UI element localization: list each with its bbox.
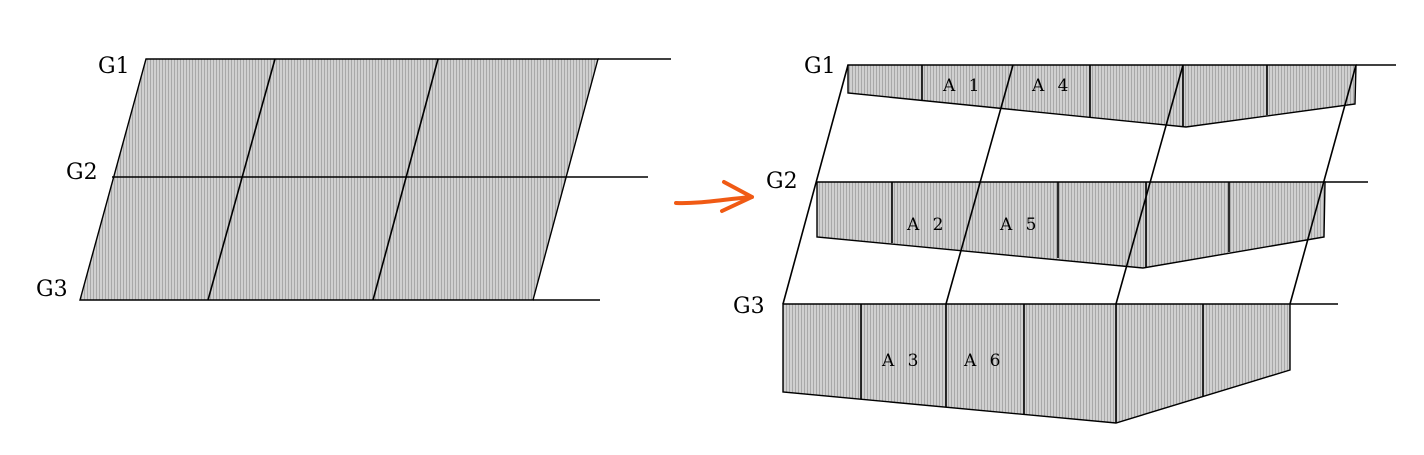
floor-g2-fill [816,181,1326,269]
left-label-g1: G1 [98,54,130,79]
cell-label-a5: A 5 [999,215,1041,235]
right-label-g1: G1 [804,54,836,79]
cell-label-a6: A 6 [963,351,1005,371]
floor-g3-fill [782,303,1291,424]
right-label-g2: G2 [766,169,798,194]
column-line-1 [207,58,276,301]
column-line-2 [372,58,439,301]
left-label-g2: G2 [66,160,98,185]
deformed-panel: G1 G2 G3 A 1 A 4 A 2 A 5 A 3 A 6 [733,54,1396,424]
connector-line [1289,64,1357,305]
cell-label-a2: A 2 [906,215,948,235]
cell-label-a1: A 1 [942,76,984,96]
right-label-g3: G3 [733,294,765,319]
cell-label-a4: A 4 [1031,76,1073,96]
connector-line [782,64,849,305]
arrow-icon [674,180,754,213]
floor-g1-fill [847,64,1357,128]
original-panel-fill [79,58,599,301]
connector-line [1115,64,1184,305]
left-label-g3: G3 [36,277,68,302]
original-panel: G1 G2 G3 [36,54,671,302]
connector-line [945,64,1014,305]
cell-label-a3: A 3 [881,351,923,371]
transform-arrow [674,180,754,213]
